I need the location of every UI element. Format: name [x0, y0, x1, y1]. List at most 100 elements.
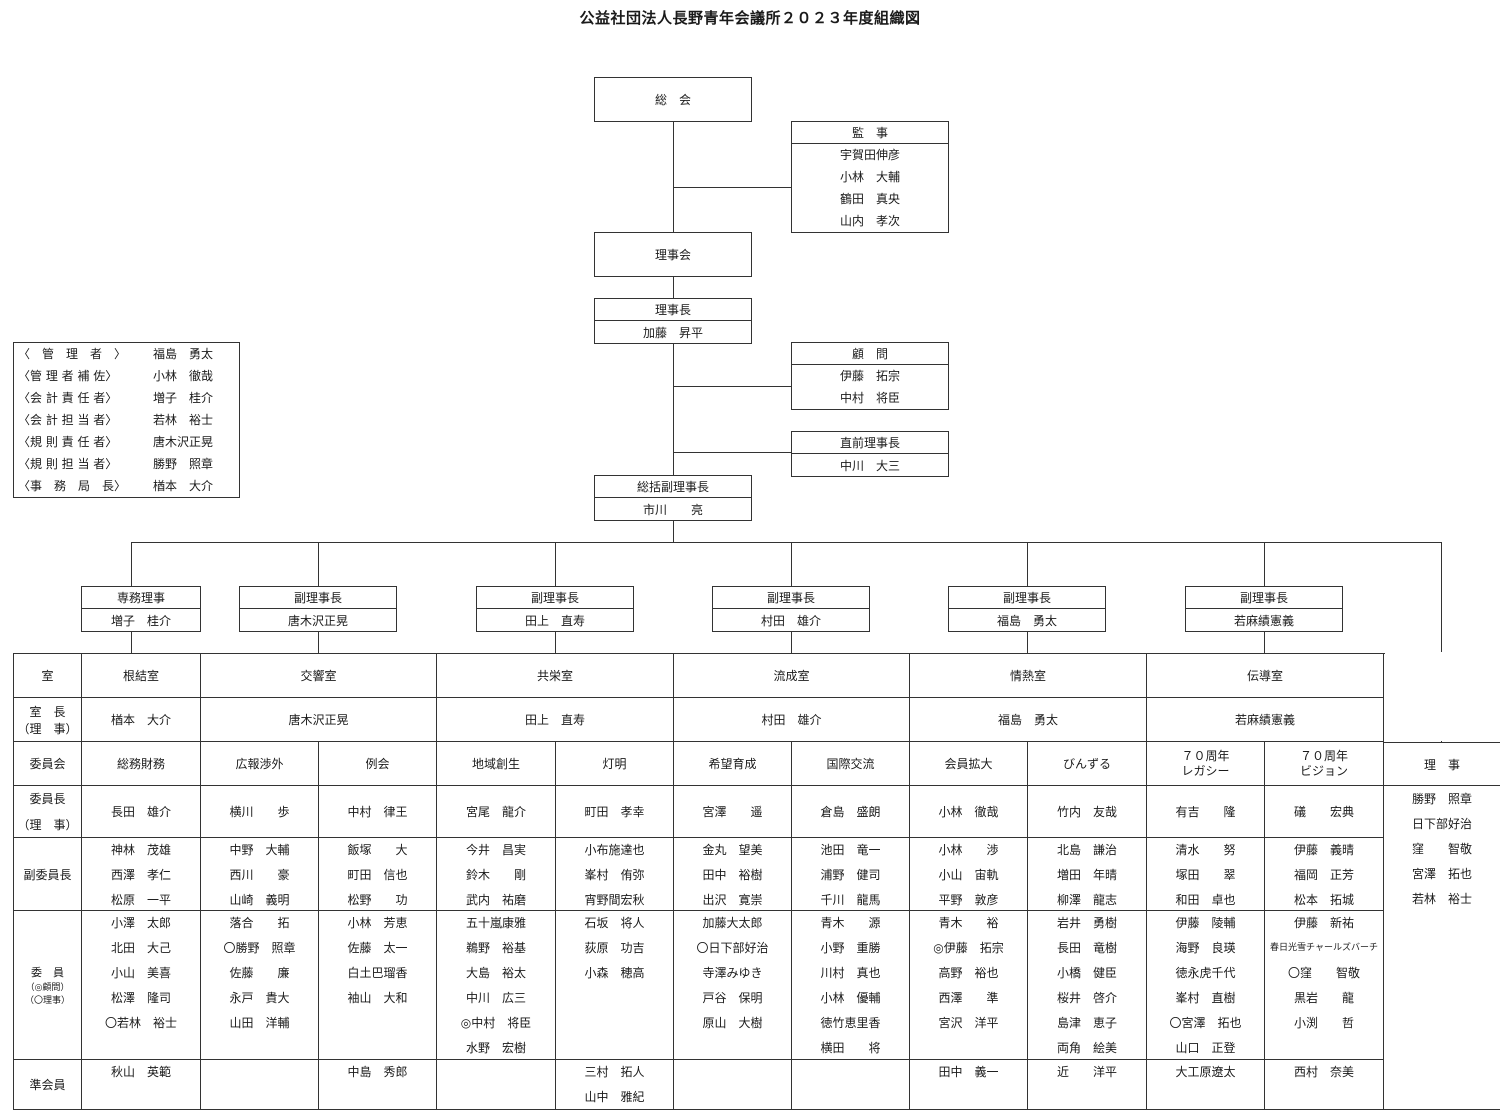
row-label-text: 委員会 [29, 757, 66, 771]
room-head-cell: 福島 勇太 [910, 698, 1147, 742]
member-name: 原山 大樹 [702, 1016, 763, 1030]
vp-box: 専務理事 増子 桂介 [81, 586, 201, 632]
advisor-member: 伊藤 拓宗 [839, 369, 900, 383]
row-label-chair: 委員長（理 事） [14, 786, 82, 838]
member-name: 小森 穂高 [584, 966, 645, 980]
committee-name: ビジョン [1299, 763, 1348, 778]
manager-role: 〈規 則 担 当 者〉 [18, 457, 118, 471]
vp-label: 副理事長 [477, 587, 633, 609]
committee-name: 会員拡大 [944, 757, 993, 771]
committee-name: レガシー [1181, 763, 1230, 778]
row-label-text: 室 [41, 669, 54, 683]
member-name: 袖山 大和 [347, 991, 408, 1005]
riji-header-cell: 理 事 [1384, 742, 1500, 786]
manager-role: 〈規 則 責 任 者〉 [18, 435, 118, 449]
vp-name: 若麻績憲義 [1233, 613, 1294, 628]
chair-name: 町田 孝幸 [584, 805, 645, 819]
riji-member-name: 宮澤 拓也 [1411, 867, 1472, 881]
member-name: 荻原 功吉 [584, 941, 645, 955]
trunk-line [673, 121, 674, 233]
vice-chair-cell: 今井 昌実鈴木 剛武内 祐磨 [437, 838, 556, 911]
riji-member-name: 若林 裕士 [1411, 892, 1472, 906]
member-name: 徳竹恵里香 [820, 1016, 881, 1030]
vp-label: 専務理事 [82, 587, 200, 609]
vice-chair-name: 平野 敦彦 [938, 893, 999, 907]
past-president-box: 直前理事長 中川 大三 [791, 431, 949, 477]
vice-chair-name: 神林 茂雄 [110, 843, 171, 857]
vp-box: 副理事長 若麻績憲義 [1185, 586, 1343, 632]
vp-to-room-line [1027, 631, 1028, 653]
row-label-room-head: 室 長 （理 事） [14, 698, 82, 742]
committee-name-cell: 希望育成 [674, 742, 792, 786]
room-name-cell: 交響室 [201, 654, 437, 698]
trunk-line [673, 343, 674, 476]
committee-name: ７０周年 [1299, 748, 1348, 763]
associate-cell: 近 洋平 [1028, 1060, 1147, 1110]
member-name: 〇宮澤 拓也 [1169, 1016, 1242, 1030]
vp-drop-line [1027, 542, 1028, 587]
room-head-name: 唐木沢正晃 [288, 713, 349, 727]
row-label-vice: 副委員長 [14, 838, 82, 911]
vice-chair-name: 小布施達也 [584, 843, 645, 857]
committee-name-cell: びんずる [1028, 742, 1147, 786]
member-name: 高野 裕也 [938, 966, 999, 980]
room-name: 共栄室 [536, 669, 573, 683]
riji-label: 理 事 [1423, 757, 1460, 772]
member-name: 桜井 啓介 [1056, 991, 1117, 1005]
room-head-cell: 唐木沢正晃 [201, 698, 437, 742]
vice-chair-name: 浦野 健司 [820, 868, 881, 882]
vp-drop-line [1264, 542, 1265, 587]
member-name: 石坂 将人 [584, 916, 645, 930]
room-name: 交響室 [300, 669, 337, 683]
row-label-text: 室 長 [29, 704, 66, 719]
vp-label: 副理事長 [949, 587, 1105, 609]
member-name: 白土巴瑠香 [347, 966, 408, 980]
manager-name: 若林 裕士 [153, 413, 214, 427]
vp-drop-line [318, 542, 319, 587]
chair-name: 竹内 友哉 [1056, 805, 1117, 819]
vice-chair-name: 田中 裕樹 [702, 868, 763, 882]
member-name: 〇勝野 照章 [223, 941, 296, 955]
chair-cell: 小林 徹哉 [910, 786, 1028, 838]
vice-chair-name: 今井 昌実 [465, 843, 526, 857]
riji-member-name: 勝野 照章 [1411, 792, 1472, 806]
room-head-name: 楢本 大介 [110, 713, 171, 727]
vp-to-room-line [131, 631, 132, 653]
member-cell: 小林 芳恵佐藤 太一白土巴瑠香袖山 大和 [319, 911, 437, 1060]
trunk-line [673, 520, 674, 542]
member-name: 徳永虎千代 [1175, 966, 1236, 980]
vice-chair-name: 宵野間宏秋 [584, 893, 645, 907]
manager-name: 楢本 大介 [153, 479, 214, 493]
vp-box: 副理事長 福島 勇太 [948, 586, 1106, 632]
member-name: 小林 優輔 [820, 991, 881, 1005]
associate-cell: 田中 義一 [910, 1060, 1028, 1110]
auditor-member: 小林 大輔 [839, 170, 900, 184]
committee-name: 例会 [365, 757, 390, 771]
row-label-text: （理 事） [17, 721, 78, 736]
chair-cell: 有吉 隆 [1147, 786, 1265, 838]
vice-chair-name: 清水 努 [1175, 843, 1236, 857]
member-name: 小澤 太郎 [110, 916, 171, 930]
room-name: 情熱室 [1009, 669, 1046, 683]
vice-chair-name: 武内 祐磨 [465, 893, 526, 907]
member-name: 青木 裕 [938, 916, 999, 930]
branch-line [673, 452, 792, 453]
committee-name: びんずる [1062, 757, 1111, 771]
manager-role: 〈管 理 者 補 佐〉 [18, 369, 118, 383]
manager-row: 〈事 務 局 長〉楢本 大介 [14, 475, 239, 497]
vice-chair-name: 増田 年晴 [1056, 868, 1117, 882]
chair-name: 宮尾 龍介 [465, 805, 526, 819]
riji-drop-line [1441, 542, 1442, 742]
vice-chair-name: 和田 卓也 [1175, 893, 1236, 907]
row-label-text: 委 員 [31, 966, 64, 979]
member-name: 長田 竜樹 [1056, 941, 1117, 955]
member-name: 加藤大太郎 [702, 916, 763, 930]
member-name: 山口 正登 [1175, 1041, 1236, 1055]
room-name: 伝導室 [1246, 669, 1283, 683]
vice-chair-name: 西澤 孝仁 [110, 868, 171, 882]
member-cell: 伊藤 陵輔海野 良瑛徳永虎千代峯村 直樹〇宮澤 拓也山口 正登 [1147, 911, 1265, 1060]
vice-chair-name: 峯村 侑弥 [584, 868, 645, 882]
general-assembly-label: 総 会 [654, 93, 691, 107]
row-label-text: （〇理事） [24, 996, 70, 1006]
vice-chair-name: 飯塚 大 [347, 843, 408, 857]
